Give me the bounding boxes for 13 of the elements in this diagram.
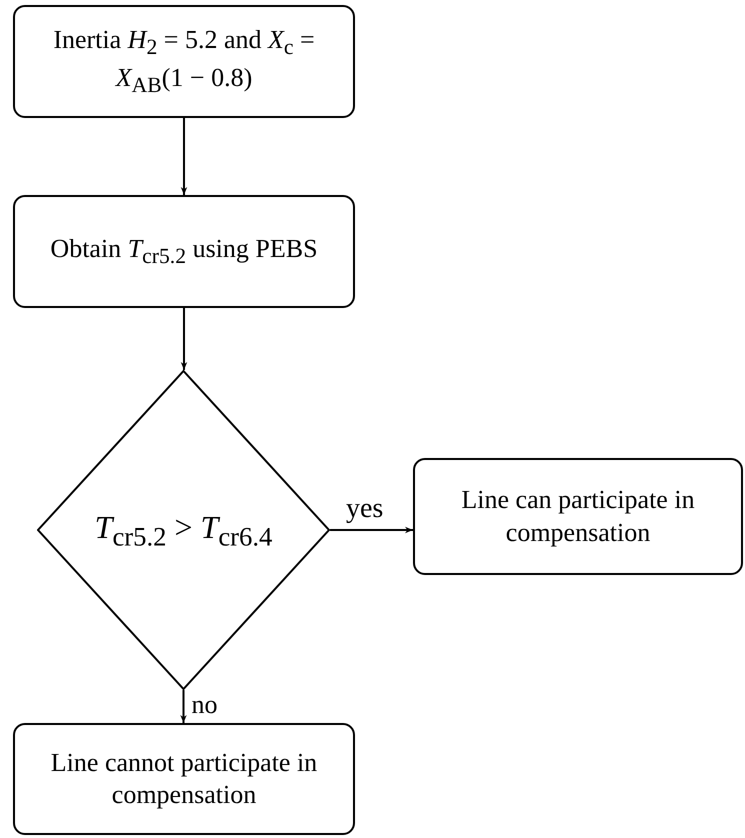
process-box xyxy=(13,723,355,835)
process-box xyxy=(13,5,355,118)
step-text: Line cannot participate in compensation xyxy=(50,746,318,811)
arrow xyxy=(180,690,187,723)
step-text: Inertia H$_{2}$ = 5.2 and X$_{c}$ = X$_{AB}$(1 − 0.8) xyxy=(52,24,316,99)
process-box xyxy=(413,458,743,575)
arrow xyxy=(180,308,188,370)
arrow xyxy=(330,526,413,534)
process-box xyxy=(13,195,355,308)
step-text: Line can participate in compensation xyxy=(460,484,696,548)
arrow xyxy=(180,118,188,195)
condition-text: T$_{cr5.2}$ > T$_{cr6.4}$ xyxy=(94,508,272,554)
step-text: Obtain T$_{cr5.2}$ using PEBS xyxy=(50,232,318,270)
